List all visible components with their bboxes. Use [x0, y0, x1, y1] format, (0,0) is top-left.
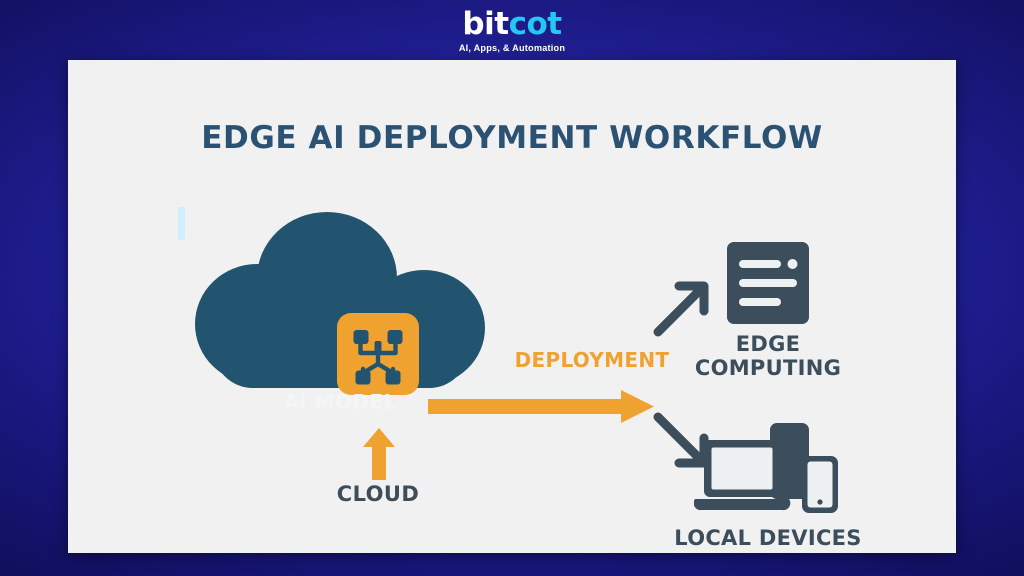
server-panel-icon [727, 242, 809, 324]
logo-tagline: AI, Apps, & Automation [458, 43, 566, 53]
logo-secondary-text: cot [508, 6, 563, 42]
edge-computing-label-line2: COMPUTING [694, 355, 842, 380]
deployment-label: DEPLOYMENT [514, 348, 670, 372]
page-title: EDGE AI DEPLOYMENT WORKFLOW [201, 120, 823, 156]
cloud-caption-label: CLOUD [336, 482, 420, 506]
arrow-up-right-icon [653, 279, 713, 337]
content-card: EDGE AI DEPLOYMENT WORKFLOW [68, 60, 956, 553]
ai-model-label: AI MODEL [283, 390, 397, 414]
logo-primary-text: bit [462, 6, 509, 42]
edge-computing-label-line1: EDGE [735, 332, 801, 356]
logo-wordmark: bitcot [0, 9, 1024, 40]
cloud-group: AI MODEL [195, 212, 485, 414]
edge-computing-label: EDGE COMPUTING [668, 332, 868, 380]
ai-chip-icon [337, 313, 419, 395]
arrow-up-icon [362, 428, 396, 480]
arrow-right-icon [428, 390, 654, 423]
laptop-tablet-phone-icon [693, 423, 842, 517]
local-devices-label: LOCAL DEVICES [674, 526, 862, 550]
decorative-marker [178, 207, 185, 240]
target-node-edge-computing: EDGE COMPUTING [668, 242, 868, 380]
brand-logo: bitcot AI, Apps, & Automation [0, 9, 1024, 54]
target-node-local-devices: LOCAL DEVICES [666, 423, 870, 551]
